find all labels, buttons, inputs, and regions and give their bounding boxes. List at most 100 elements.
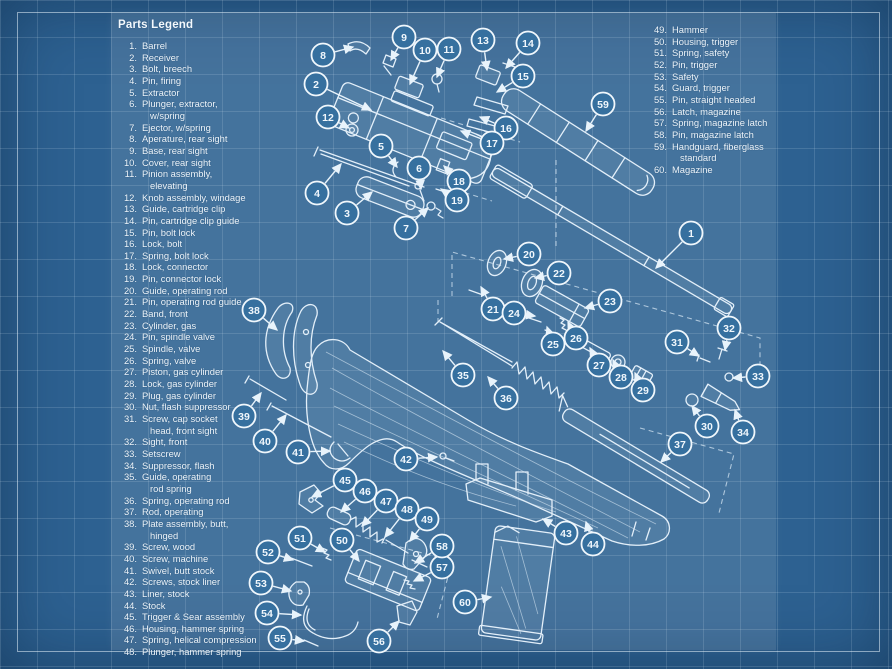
legend-item: 21.Pin, operating rod guide	[123, 296, 242, 308]
part-balloon-number: 56	[373, 636, 385, 648]
part-balloon-number: 40	[259, 436, 271, 448]
legend-item: 25.Spindle, valve	[123, 343, 201, 355]
balloon-leader-arrow	[439, 188, 452, 199]
part-balloon-56	[366, 628, 392, 654]
balloon-leader-arrow	[356, 191, 374, 206]
part-balloon-number: 10	[419, 45, 431, 57]
part-balloon-50	[329, 527, 355, 553]
part-balloon-number: 28	[615, 372, 627, 384]
part-balloon-number: 29	[637, 385, 649, 397]
balloon-leader-arrow	[589, 346, 599, 359]
balloon-leader-arrow	[361, 509, 378, 528]
legend-item: 3.Bolt, breech	[129, 63, 193, 75]
legend-item: 28.Lock, gas cylinder	[123, 378, 218, 390]
balloon-leader-arrow	[612, 358, 622, 371]
balloon-leader-arrow	[545, 325, 555, 338]
part-balloon-1	[678, 220, 704, 246]
legend-item: 60.Magazine	[653, 163, 713, 175]
part-balloon-number: 11	[443, 44, 454, 56]
legend-item: 24.Pin, spindle valve	[123, 331, 215, 343]
stock-liner-part	[465, 463, 553, 523]
legend-item: 56.Latch, magazine	[653, 105, 741, 117]
part-balloon-55	[267, 625, 293, 651]
part-balloon-2	[303, 71, 329, 97]
part-balloon-3	[334, 200, 360, 226]
balloon-leader-arrow	[324, 162, 342, 184]
part-balloon-number: 23	[604, 296, 616, 308]
legend-item-continuation: head, front sight	[150, 424, 218, 436]
legend-item: 39.Screw, wood	[123, 541, 196, 553]
part-balloon-number: 7	[403, 223, 409, 235]
legend-item: 47.Spring, helical compression	[123, 634, 257, 646]
part-balloon-36	[493, 385, 519, 411]
part-balloon-number: 45	[339, 475, 351, 487]
part-balloon-number: 13	[477, 35, 489, 47]
part-balloon-53	[248, 570, 274, 596]
part-balloon-number: 5	[378, 141, 384, 153]
legend-item: 19.Pin, connector lock	[123, 273, 222, 285]
balloon-leader-arrow	[583, 300, 599, 311]
balloon-leader-arrow	[659, 452, 672, 463]
balloon-leader-arrow	[409, 528, 420, 543]
barrel-part	[489, 164, 735, 317]
part-balloon-26	[563, 325, 589, 351]
part-balloon-35	[450, 362, 476, 388]
balloon-leader-arrow	[459, 129, 481, 140]
part-balloon-13	[470, 27, 496, 53]
balloon-leader-arrow	[585, 114, 597, 133]
legend-item: 54.Guard, trigger	[653, 82, 730, 94]
balloon-leader-arrow	[687, 346, 701, 357]
legend-item: 22.Band, front	[123, 308, 188, 320]
part-balloon-25	[540, 331, 566, 357]
legend-item: 51.Spring, safety	[653, 47, 730, 59]
legend-item: 58.Pin, magazine latch	[653, 128, 754, 140]
legend-item: 31.Screw, cap socket	[123, 413, 218, 424]
part-balloon-32	[716, 315, 742, 341]
balloon-leader-arrow	[279, 609, 303, 620]
part-balloon-30	[694, 413, 720, 439]
balloon-leader-arrow	[495, 81, 513, 93]
part-balloon-number: 53	[255, 578, 267, 590]
balloon-leader-arrow	[409, 61, 421, 86]
part-balloon-number: 42	[400, 454, 412, 466]
balloon-leader-arrow	[480, 285, 490, 299]
part-balloon-52	[255, 539, 281, 565]
part-balloon-22	[546, 260, 572, 286]
part-balloon-14	[515, 30, 541, 56]
balloon-leader-arrow	[442, 349, 456, 366]
legend-item: 38.Plate assembly, butt,	[123, 517, 229, 529]
balloon-leader-arrow	[505, 51, 521, 70]
part-balloon-number: 19	[451, 195, 463, 207]
part-balloon-number: 58	[436, 541, 448, 553]
part-balloon-20	[516, 241, 542, 267]
balloon-leader-arrow	[533, 271, 547, 281]
legend-item: 17.Spring, bolt lock	[123, 249, 209, 261]
legend-item: 23.Cylinder, gas	[123, 319, 197, 331]
balloon-leader-arrow	[480, 52, 491, 72]
balloon-leader-arrow	[691, 404, 702, 417]
muzzle-parts	[685, 347, 741, 411]
legend-item: 43.Liner, stock	[123, 587, 190, 599]
part-balloon-number: 57	[436, 562, 448, 574]
legend-item: 12.Knob assembly, windage	[123, 191, 246, 203]
part-balloon-7	[393, 215, 419, 241]
part-balloon-number: 9	[401, 32, 407, 44]
legend-item: 46.Housing, hammer spring	[123, 622, 245, 634]
part-balloon-37	[667, 431, 693, 457]
part-balloon-28	[608, 364, 634, 390]
part-balloon-number: 51	[294, 533, 306, 545]
legend-item: 27.Piston, gas cylinder	[123, 366, 224, 378]
part-balloon-number: 52	[262, 547, 274, 559]
part-balloon-number: 25	[547, 339, 559, 351]
balloon-leader-arrow	[272, 413, 287, 432]
legend-item: 8.Aperature, rear sight	[129, 133, 228, 145]
part-balloon-49	[414, 506, 440, 532]
legend-item: 13.Guide, cartridge clip	[123, 203, 226, 215]
legend-item: 36.Spring, operating rod	[123, 494, 230, 506]
balloon-leader-arrow	[415, 179, 426, 191]
part-balloon-number: 37	[674, 439, 686, 451]
part-balloon-45	[332, 467, 358, 493]
